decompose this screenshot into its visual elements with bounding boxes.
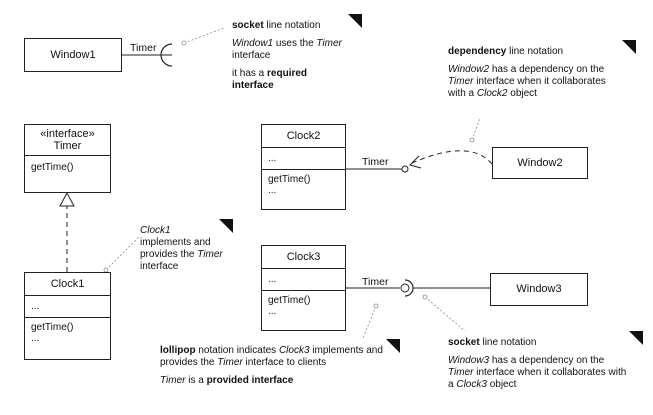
- clock2-class: Clock2 ... getTime() ...: [261, 124, 346, 210]
- clock2-op1: getTime(): [268, 174, 311, 185]
- clock3-op2: ...: [268, 306, 277, 317]
- timer-label-window1: Timer: [130, 42, 157, 54]
- timer-label-clock3: Timer: [362, 276, 389, 288]
- window3-name: Window3: [516, 283, 562, 295]
- clock1-name: Clock1: [50, 278, 85, 290]
- interface-operation: getTime(): [25, 155, 110, 191]
- window2-dependency: [411, 150, 493, 165]
- interface-stereotype: «interface»: [40, 128, 95, 140]
- note-socket3-line1: socket line notation: [448, 337, 537, 348]
- clock1-class: Clock1 ... getTime() ...: [24, 272, 111, 360]
- clock1-operations: getTime() ...: [25, 317, 110, 359]
- window2-name: Window2: [517, 157, 563, 169]
- dependency-arrowhead: [409, 155, 422, 169]
- clock3-lollipop: [400, 283, 410, 293]
- realization-arrowhead: [59, 191, 75, 207]
- clock2-op2: ...: [268, 185, 277, 196]
- window3-class: Window3: [490, 273, 588, 306]
- clock3-operations: getTime() ...: [262, 290, 345, 330]
- window1-class: Window1: [24, 38, 122, 72]
- note-lollipop-clock3: lollipop notation indicates Clock3 imple…: [152, 339, 394, 399]
- note-socket1-fold: [348, 14, 362, 28]
- clock3-name: Clock3: [286, 251, 321, 263]
- note-dependency-line2: Window2 has a dependency on the Timer in…: [448, 64, 606, 99]
- window1-name: Window1: [50, 49, 96, 61]
- note-socket-window1: socket line notation Window1 uses the Ti…: [224, 14, 354, 104]
- note-socket-window3: socket line notation Window3 has a depen…: [440, 331, 640, 403]
- interface-name: Timer: [53, 140, 82, 152]
- clock2-attributes: ...: [262, 147, 345, 169]
- clock1-op1: getTime(): [31, 322, 74, 333]
- window3-socket: [404, 279, 414, 297]
- note-dependency-anchor: [471, 117, 481, 141]
- window1-socket: [160, 43, 173, 67]
- note-socket3-line2: Window3 has a dependency on the Timer in…: [448, 355, 627, 390]
- clock3-attributes: ...: [262, 268, 345, 290]
- note-dependency-line1: dependency line notation: [448, 46, 564, 57]
- clock1-attributes: ...: [25, 295, 110, 317]
- clock3-op1: getTime(): [268, 295, 311, 306]
- clock3-class: Clock3 ... getTime() ...: [261, 245, 346, 331]
- note-dependency-fold: [622, 40, 636, 54]
- clock2-lollipop: [401, 165, 409, 173]
- note-lollipop-anchor: [362, 305, 377, 339]
- clock2-name: Clock2: [286, 130, 321, 142]
- timer-label-clock2: Timer: [362, 156, 389, 168]
- note-clock1-text: Clock1 implements and provides the Timer…: [140, 225, 223, 272]
- note-clock1-fold: [219, 219, 233, 233]
- note-socket1-line1: socket line notation: [232, 20, 321, 31]
- note-clock1: Clock1 implements and provides the Timer…: [132, 219, 232, 285]
- clock2-operations: getTime() ...: [262, 169, 345, 209]
- clock1-op2: ...: [31, 333, 40, 344]
- note-socket1-line3: it has a required interface: [232, 68, 308, 91]
- note-clock1-anchor: [105, 235, 141, 271]
- note-lollipop-fold: [386, 339, 400, 353]
- note-dependency-window2: dependency line notation Window2 has a d…: [440, 40, 630, 112]
- note-socket1-anchor: [183, 27, 225, 44]
- timer-interface-class: «interface» Timer getTime(): [24, 124, 111, 193]
- note-socket1-line2: Window1 uses the Timer interface: [232, 38, 342, 61]
- note-lollipop-line1: lollipop notation indicates Clock3 imple…: [160, 345, 383, 368]
- note-socket3-fold: [629, 331, 643, 345]
- note-socket3-anchor: [424, 296, 466, 332]
- note-lollipop-line2: Timer is a provided interface: [160, 375, 294, 386]
- window2-class: Window2: [492, 147, 588, 179]
